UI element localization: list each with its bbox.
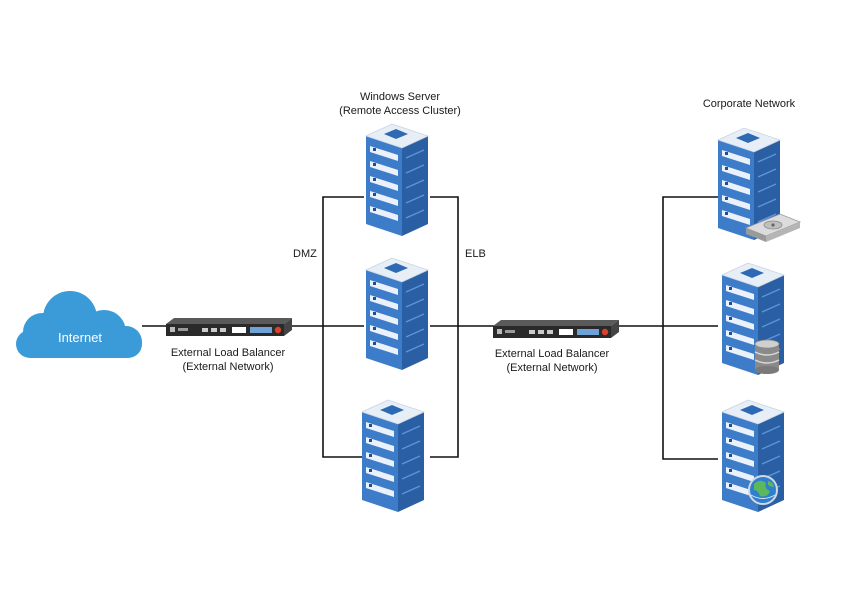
connection-lines	[142, 196, 718, 460]
load-balancer-icon	[166, 318, 292, 336]
corporate-network: Corporate Network	[703, 98, 802, 513]
hard-drive-icon	[744, 213, 802, 242]
globe-icon	[748, 475, 778, 505]
load-balancer-right-title: External Load Balancer	[495, 348, 610, 360]
dmz-label: DMZ	[293, 248, 317, 260]
load-balancer-right: External Load Balancer (External Network…	[493, 320, 619, 374]
server-rack-icon	[361, 399, 425, 513]
server-rack-icon	[365, 257, 429, 371]
windows-server-cluster: Windows Server (Remote Access Cluster)	[339, 91, 461, 513]
cluster-subtitle: (Remote Access Cluster)	[339, 105, 461, 117]
database-icon	[754, 339, 780, 374]
elb-label: ELB	[465, 248, 486, 260]
load-balancer-right-subtitle: (External Network)	[506, 362, 597, 374]
cluster-title: Windows Server	[360, 91, 440, 103]
load-balancer-left-subtitle: (External Network)	[182, 361, 273, 373]
load-balancer-icon	[493, 320, 619, 338]
load-balancer-left-title: External Load Balancer	[171, 347, 286, 359]
corporate-title: Corporate Network	[703, 98, 796, 110]
internet-cloud: Internet	[16, 291, 142, 358]
server-rack-icon	[365, 123, 429, 237]
cloud-icon	[16, 291, 142, 358]
internet-label: Internet	[58, 330, 102, 345]
load-balancer-left: External Load Balancer (External Network…	[166, 318, 292, 373]
